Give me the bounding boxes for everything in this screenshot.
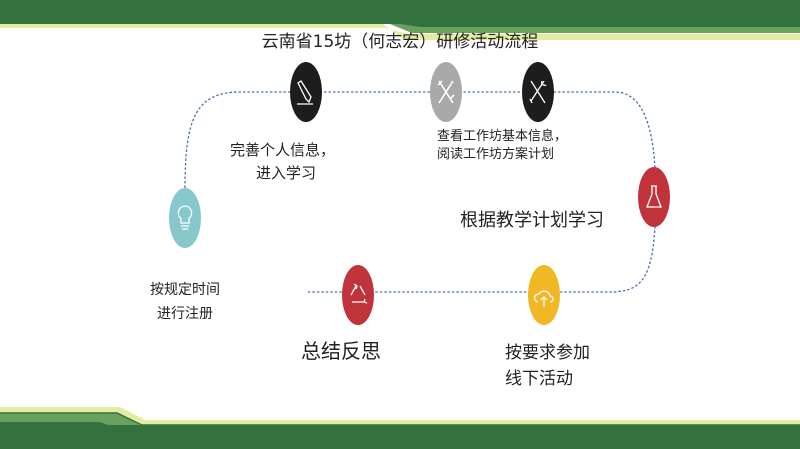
flow-path-top <box>184 91 656 189</box>
step-offline-node <box>528 265 560 325</box>
top-band-green-slope <box>380 22 800 27</box>
pencil-icon <box>297 80 313 105</box>
step-plan-node <box>522 62 554 122</box>
step-view-node <box>430 62 462 122</box>
step-profile-label: 完善个人信息， 进入学习 <box>230 139 335 185</box>
bottom-band-yellow <box>0 407 800 426</box>
tools-icon <box>529 80 547 104</box>
bottom-band-edge <box>0 412 800 426</box>
label-line: 完善个人信息， <box>230 141 336 159</box>
lightbulb-icon <box>177 205 193 230</box>
recycle-icon <box>350 283 368 304</box>
flask-icon <box>646 185 662 208</box>
page-title: 云南省15坊（何志宏）研修活动流程 <box>261 32 539 52</box>
label-line: 阅读工作坊方案计划 <box>437 147 555 162</box>
top-band-green <box>0 0 800 24</box>
cloud-upload-icon <box>533 290 554 307</box>
label-line: 按要求参加 <box>505 343 590 363</box>
step-register-label: 按规定时间 进行注册 <box>150 278 220 326</box>
step-study-label: 根据教学计划学习 <box>460 210 604 231</box>
step-reflect-label: 总结反思 <box>301 339 381 363</box>
bottom-band-green <box>0 422 800 449</box>
pencil-ruler-icon <box>437 80 455 104</box>
label-line: 进入学习 <box>256 164 317 182</box>
step-study-node <box>638 167 670 227</box>
label-line: 查看工作坊基本信息， <box>437 129 568 144</box>
step-reflect-node <box>342 265 374 325</box>
label-line: 按规定时间 <box>150 282 220 298</box>
top-band-yellow <box>0 22 800 40</box>
step-offline-label: 按要求参加 线下活动 <box>505 340 590 392</box>
label-line: 线下活动 <box>505 369 573 389</box>
step-register-node <box>169 188 201 248</box>
step-view-label: 查看工作坊基本信息， 阅读工作坊方案计划 <box>437 128 567 164</box>
step-profile-node <box>290 62 322 122</box>
label-line: 进行注册 <box>157 306 213 322</box>
